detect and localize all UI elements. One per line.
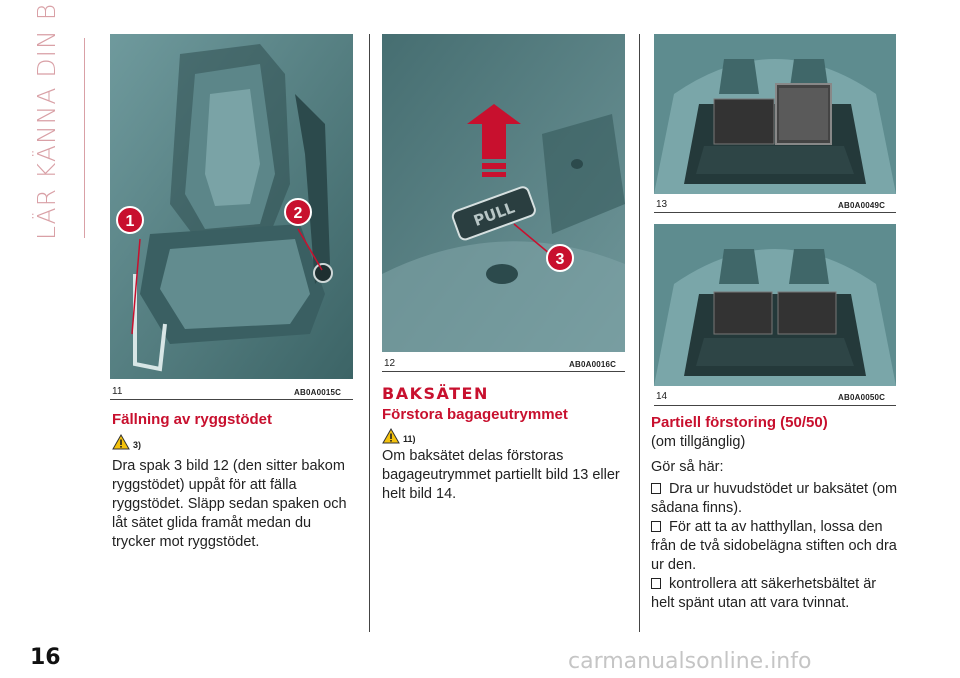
step-bullet-3: kontrollera att säkerhetsbältet är helt …	[651, 575, 901, 613]
availability-note: (om tillgänglig)	[651, 434, 746, 450]
warning-triangle-icon	[112, 434, 130, 450]
warning-ref-3: 3)	[133, 440, 142, 450]
figure-11-caption-rule	[110, 399, 353, 400]
step-text-1: Dra ur huvudstödet ur baksätet (om sådan…	[651, 481, 898, 516]
callout-1: 1	[126, 213, 135, 230]
step-bullet-1: Dra ur huvudstödet ur baksätet (om sådan…	[651, 480, 901, 518]
figure-14-number: 14	[656, 391, 668, 402]
figure-11-code: AB0A0015C	[294, 388, 342, 397]
heading-enlarge-luggage: Förstora bagageutrymmet	[382, 406, 568, 423]
checkbox-bullet-icon	[651, 521, 661, 532]
figure-11-number: 11	[112, 386, 123, 397]
step-text-2: För att ta av hatthyllan, lossa den från…	[651, 519, 897, 573]
figure-13-caption-rule	[654, 212, 896, 213]
callout-2: 2	[294, 205, 303, 222]
callout-3: 3	[556, 251, 565, 268]
warning-ref-row-1: 3)	[112, 434, 141, 450]
checkbox-bullet-icon	[651, 483, 661, 494]
figure-12-caption-rule	[382, 371, 625, 372]
section-rear-seats: BAKSÄTEN	[382, 384, 489, 403]
luggage-intro-text: Om baksätet delas förstoras bagageutrymm…	[382, 448, 620, 502]
figure-13-partial-fold-image	[654, 34, 896, 194]
figure-14-full-fold-image	[654, 224, 896, 386]
heading-folding-backrest: Fällning av ryggstödet	[112, 411, 273, 428]
side-title-rule	[84, 38, 85, 238]
site-watermark: carmanualsonline.info	[568, 649, 812, 674]
warning-ref-row-2: 11)	[382, 428, 416, 444]
page-number: 16	[30, 645, 61, 670]
column-divider-2	[639, 34, 640, 632]
chapter-side-title: LÄR KÄNNA DIN BIL	[32, 0, 61, 240]
figure-12-pull-image: PULL 3	[382, 34, 625, 352]
step-bullet-2: För att ta av hatthyllan, lossa den från…	[651, 518, 901, 575]
warning-ref-11: 11)	[403, 434, 416, 444]
figure-14-caption-rule	[654, 405, 896, 406]
checkbox-bullet-icon	[651, 578, 661, 589]
warning-triangle-icon	[382, 428, 400, 444]
backrest-instructions: Dra spak 3 bild 12 (den sitter bakom ryg…	[112, 458, 347, 550]
column-divider-1	[369, 34, 370, 632]
figure-12-code: AB0A0016C	[569, 360, 617, 369]
figure-11-seat-image: 1 2	[110, 34, 353, 379]
figure-12-number: 12	[384, 358, 396, 369]
step-text-3: kontrollera att säkerhetsbältet är helt …	[651, 576, 877, 611]
heading-partial-enlargement: Partiell förstoring (50/50)	[651, 414, 828, 431]
steps-intro: Gör så här:	[651, 459, 724, 475]
figure-14-code: AB0A0050C	[838, 393, 886, 402]
figure-13-code: AB0A0049C	[838, 201, 886, 210]
figure-13-number: 13	[656, 199, 668, 210]
